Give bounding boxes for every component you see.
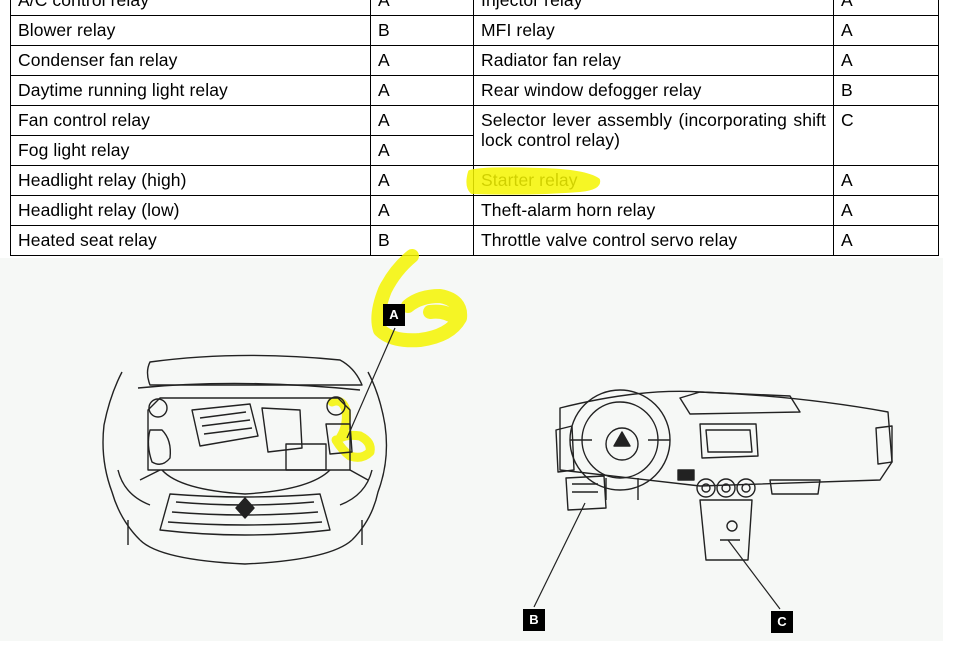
table-row: Fan control relay A Selector lever assem… bbox=[10, 105, 939, 166]
location-label-a: A bbox=[383, 304, 405, 326]
engine-compartment-drawing bbox=[102, 354, 388, 565]
starter-relay-highlight bbox=[466, 167, 601, 195]
relay-name: Headlight relay (high) bbox=[10, 165, 371, 196]
relay-name: Throttle valve control servo relay bbox=[473, 225, 834, 256]
table-row: Daytime running light relay A Rear windo… bbox=[10, 75, 939, 106]
relay-location: A bbox=[833, 15, 939, 46]
relay-name: Heated seat relay bbox=[10, 225, 371, 256]
relay-name: MFI relay bbox=[473, 15, 834, 46]
instrument-panel-drawing bbox=[555, 389, 893, 561]
relay-location: B bbox=[370, 225, 474, 256]
relay-name: Blower relay bbox=[10, 15, 371, 46]
relay-location-table: A/C control relay A Injector relay A Blo… bbox=[10, 0, 939, 256]
table-row: Heated seat relay B Throttle valve contr… bbox=[10, 225, 939, 256]
relay-location: B bbox=[833, 75, 939, 106]
relay-location: A bbox=[833, 225, 939, 256]
relay-name: Fog light relay bbox=[10, 135, 371, 166]
table-row: Fog light relay A bbox=[10, 135, 939, 166]
relay-name: Headlight relay (low) bbox=[10, 195, 371, 226]
leader-line-b bbox=[533, 502, 586, 608]
relay-location: A bbox=[370, 135, 474, 166]
table-row: Condenser fan relay A Radiator fan relay… bbox=[10, 45, 939, 76]
highlighter-marks bbox=[327, 167, 601, 462]
table-row: Headlight relay (low) A Theft-alarm horn… bbox=[10, 195, 939, 226]
relay-name: Condenser fan relay bbox=[10, 45, 371, 76]
relay-location: A bbox=[370, 45, 474, 76]
relay-location: A bbox=[833, 45, 939, 76]
relay-name: Selector lever assembly (incorporating s… bbox=[473, 105, 834, 166]
location-label-c: C bbox=[771, 611, 793, 633]
leader-line-c bbox=[727, 539, 781, 610]
leader-line-a bbox=[346, 327, 396, 439]
relay-location: A bbox=[370, 75, 474, 106]
table-row: Blower relay B MFI relay A bbox=[10, 15, 939, 46]
pointer-scribble bbox=[371, 249, 468, 348]
figure-background bbox=[0, 258, 943, 641]
location-label-b: B bbox=[523, 609, 545, 631]
relay-name: Radiator fan relay bbox=[473, 45, 834, 76]
relay-name: Daytime running light relay bbox=[10, 75, 371, 106]
relay-name: Theft-alarm horn relay bbox=[473, 195, 834, 226]
relay-location: C bbox=[833, 105, 939, 166]
